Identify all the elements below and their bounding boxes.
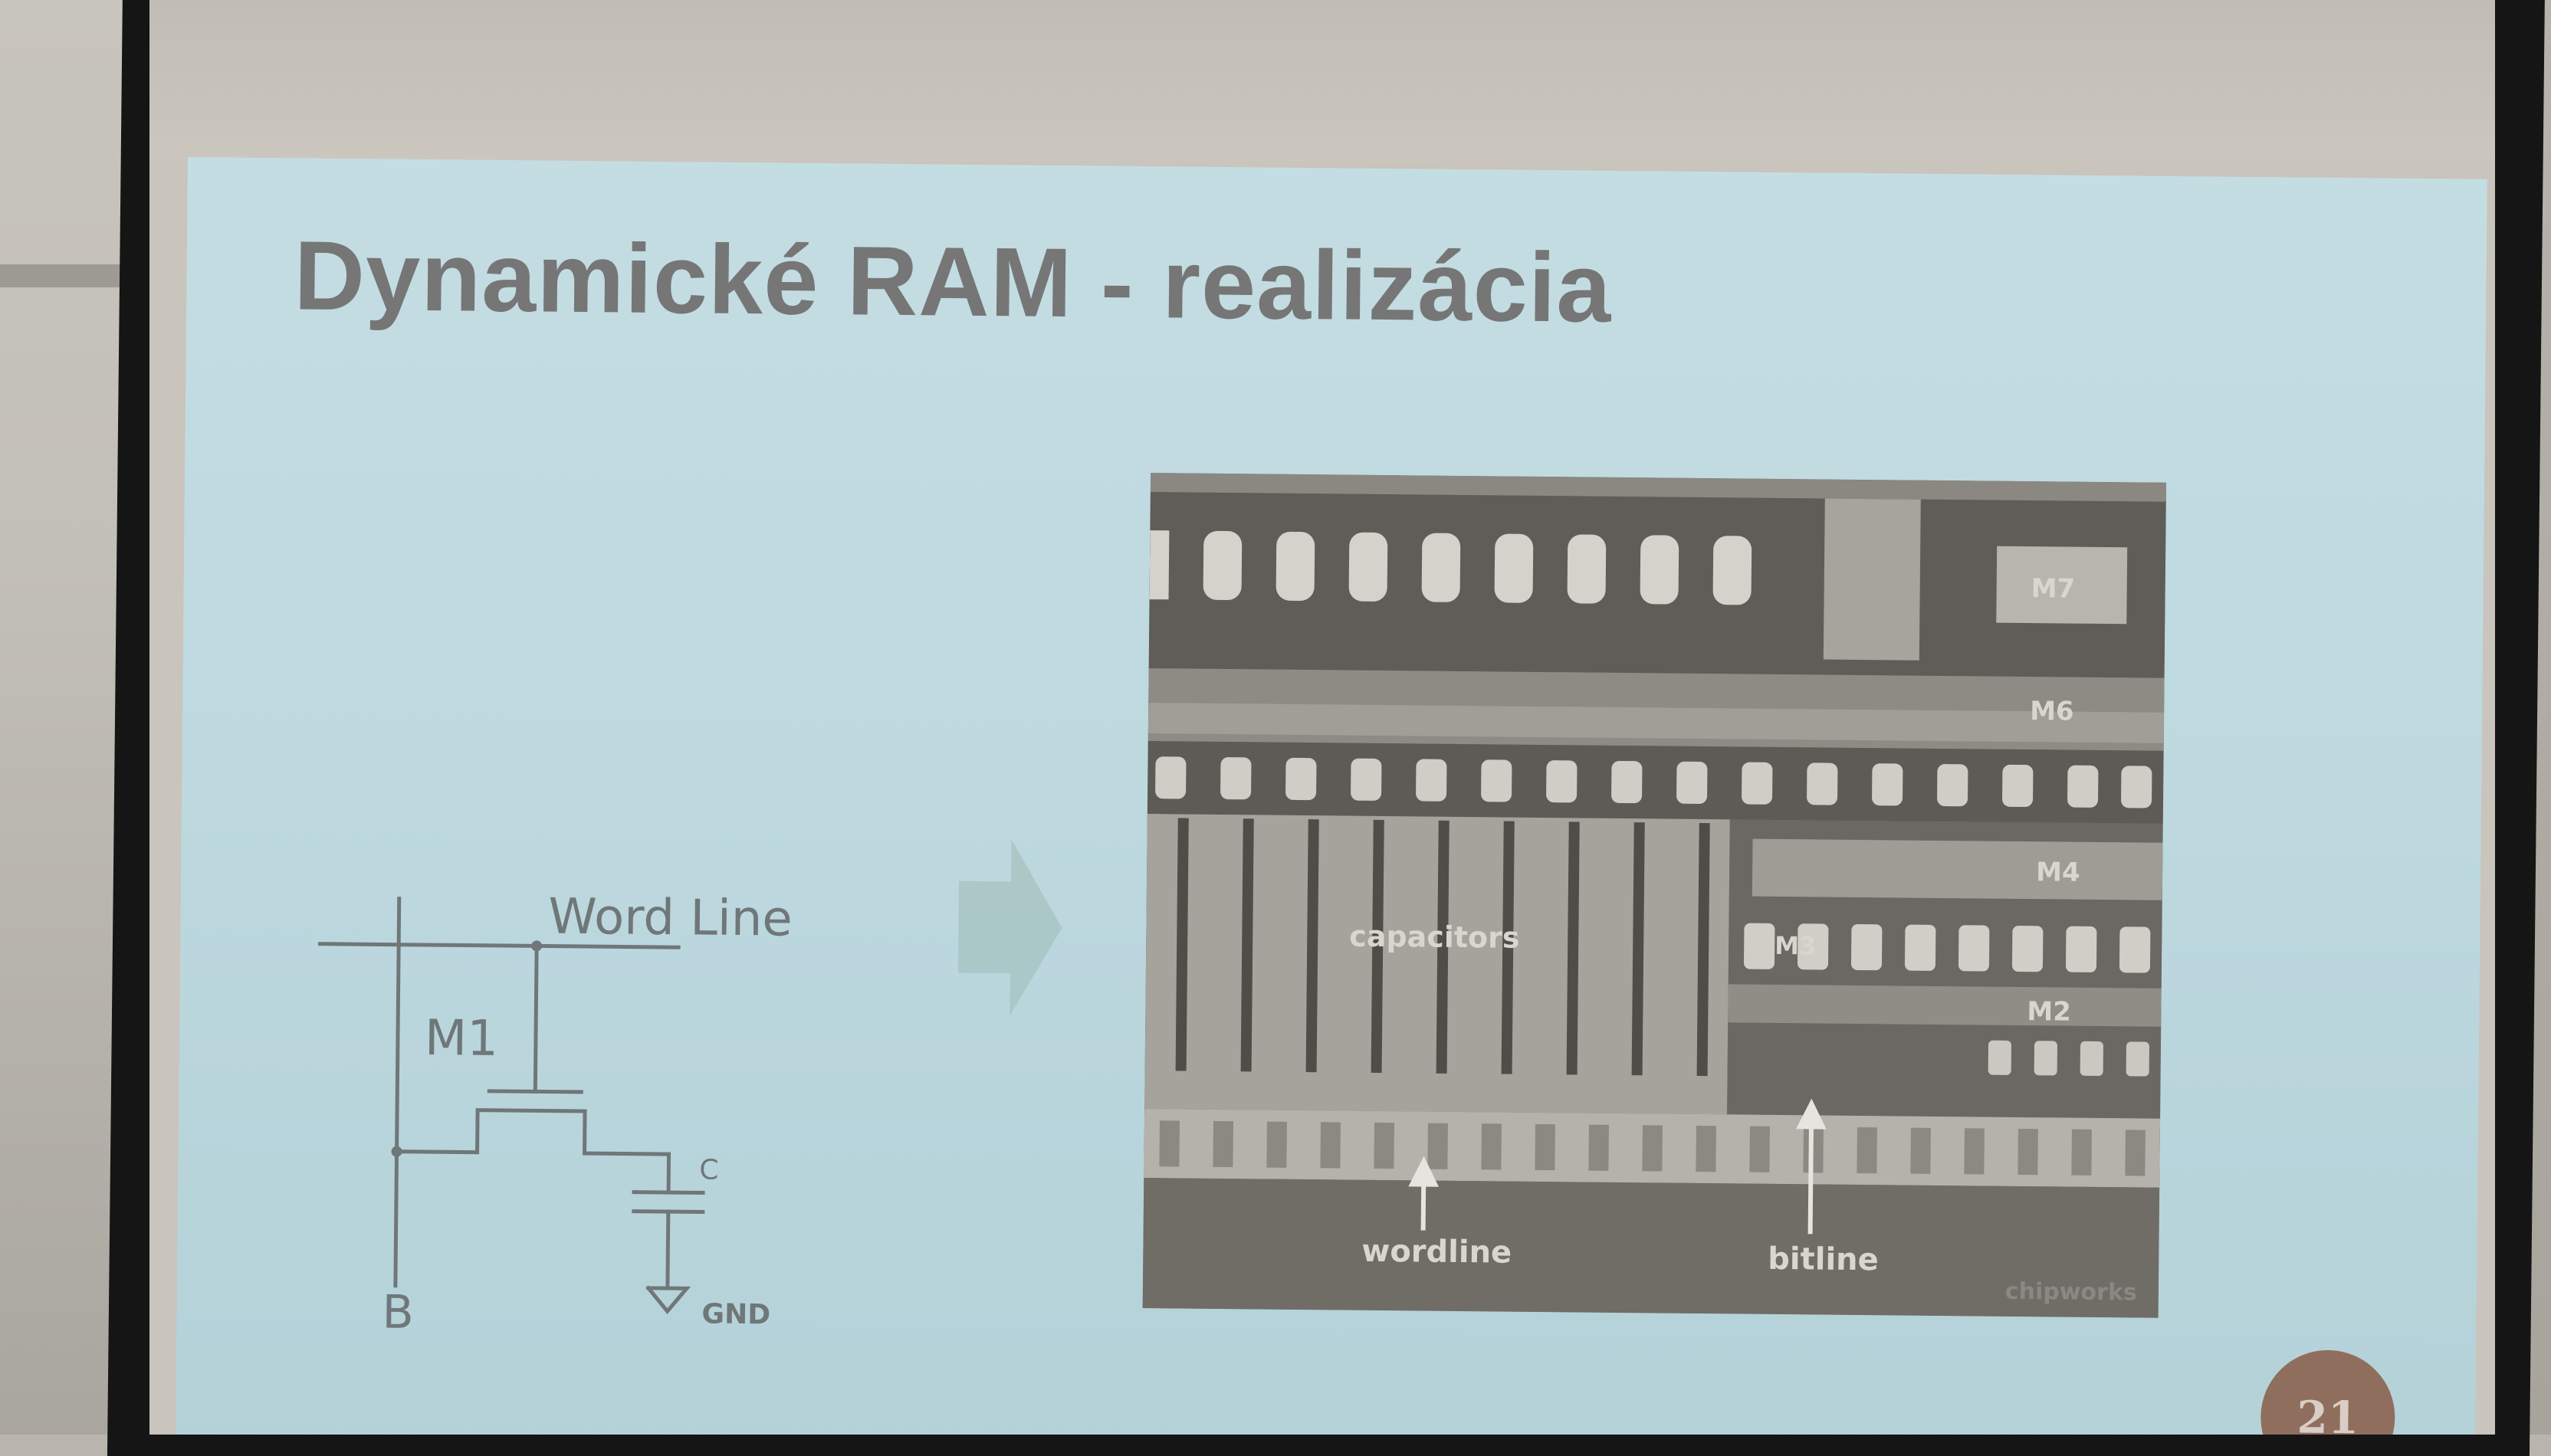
- layer-label-m7: M7: [2031, 573, 2076, 605]
- ground-symbol-icon: [645, 1285, 691, 1314]
- gate-plate: [487, 1089, 583, 1094]
- wordline-label: wordline: [1361, 1233, 1512, 1271]
- word-line-junction: [531, 940, 543, 952]
- transistor-channel: [395, 1108, 671, 1195]
- bitline-label: B: [382, 1285, 415, 1340]
- bitline-label: bitline: [1768, 1241, 1880, 1278]
- word-line-wire: [316, 942, 681, 949]
- layer-label-m6: M6: [2029, 696, 2074, 727]
- schematic-lines: [316, 897, 705, 1314]
- projector-screen: Dynamické RAM - realizácia: [149, 0, 2495, 1435]
- ground-label: GND: [701, 1298, 771, 1331]
- presentation-slide: Dynamické RAM - realizácia: [175, 157, 2487, 1435]
- capacitor-label: C: [699, 1154, 719, 1186]
- micrograph-drawing: [1142, 473, 2167, 1318]
- bit-line-junction: [391, 1146, 402, 1157]
- layer-label-m3: M3: [1775, 930, 1817, 961]
- page-number-badge: 21: [2260, 1349, 2396, 1435]
- capacitors-label: capacitors: [1349, 919, 1520, 955]
- bit-line-wire: [393, 897, 402, 1288]
- transistor-label: M1: [424, 1010, 499, 1067]
- layer-label-m2: M2: [2027, 996, 2072, 1028]
- right-arrow-icon: [957, 839, 1062, 1016]
- screen-top-margin: [149, 0, 2495, 161]
- layer-label-m4: M4: [2035, 857, 2080, 888]
- image-credit: chipworks: [2004, 1277, 2137, 1307]
- word-line-label: Word Line: [548, 888, 793, 948]
- capacitor-plate-top: [632, 1190, 705, 1195]
- slide-title: Dynamické RAM - realizácia: [293, 221, 1613, 343]
- dram-cell-schematic: Word Line M1 C B GND: [314, 722, 895, 1356]
- gate-wire: [533, 943, 539, 1094]
- dram-die-cross-section-photo: M7 M6 M4 M3 M2 capacitors wordline bitli…: [1142, 473, 2167, 1318]
